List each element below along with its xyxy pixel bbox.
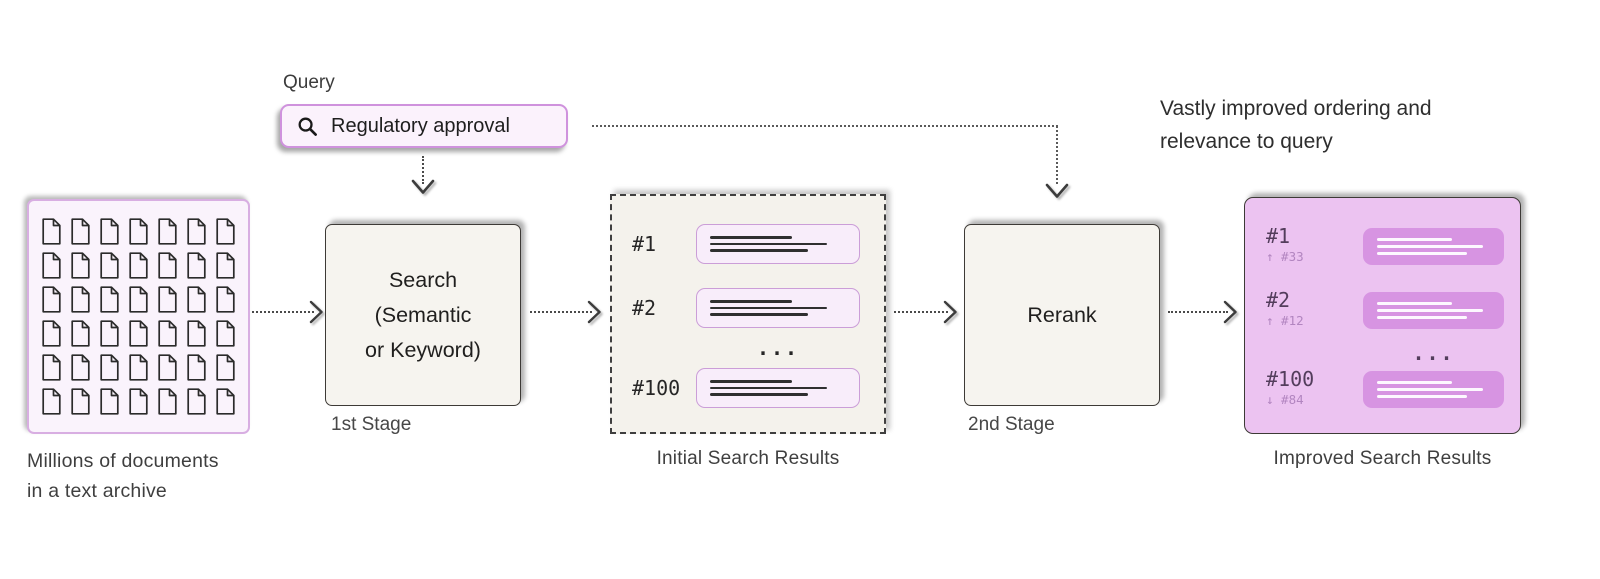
document-icon [71,286,90,313]
document-icon [71,320,90,347]
document-icon [158,218,177,245]
result-row: #100 [632,368,860,408]
document-icon [42,388,61,415]
improved-result-card [1363,371,1504,408]
archive-caption-line2: in a text archive [27,480,167,502]
document-icon [100,388,119,415]
result-card [696,368,860,408]
document-icon [71,388,90,415]
improved-result-row: #100 ↓ #84 [1266,368,1504,408]
document-icon [42,320,61,347]
initial-results-caption: Initial Search Results [656,448,840,469]
search-icon [298,117,317,136]
results-to-rerank-arrow [894,300,958,324]
improved-rank-change: ↓ #84 [1266,392,1304,407]
document-icon [216,218,235,245]
document-icon [187,354,206,381]
improved-result-rank: #2 [1266,288,1291,312]
result-rank: #2 [632,296,657,320]
results-ellipsis: ... [756,336,800,360]
document-icon [100,286,119,313]
search-to-results-arrow [530,300,602,324]
document-icon [100,252,119,279]
archive-to-search-arrow [252,300,324,324]
result-row: #1 [632,224,860,264]
improved-rank-change: ↑ #12 [1266,313,1304,328]
rerank-stage-box: Rerank [964,224,1160,406]
search-box-line1: Search [388,267,458,292]
document-icon [129,218,148,245]
query-to-rerank-line-horizontal [592,125,1058,127]
document-grid [41,218,236,415]
document-icon [71,252,90,279]
document-icon [158,388,177,415]
archive-caption-line1: Millions of documents [27,450,219,472]
improved-result-row: #2 ↑ #12 [1266,289,1504,329]
stage2-label: 2nd Stage [968,414,1055,435]
result-rank: #100 [632,376,681,400]
document-icon [129,388,148,415]
improved-rank-change: ↑ #33 [1266,249,1304,264]
document-icon [158,286,177,313]
document-icon [187,252,206,279]
rerank-to-improved-arrow [1168,300,1238,324]
search-box-line3: or Keyword) [365,337,481,362]
document-icon [42,252,61,279]
outcome-line1: Vastly improved ordering and [1160,97,1432,120]
document-icon [216,286,235,313]
document-icon [216,320,235,347]
document-icon [129,320,148,347]
improved-result-rank: #1 [1266,224,1291,248]
document-icon [187,286,206,313]
query-to-rerank-line-vertical [1056,126,1058,184]
query-to-rerank-arrowhead [1045,183,1069,198]
document-icon [71,354,90,381]
query-input[interactable]: Regulatory approval [280,104,568,148]
search-box-line2: (Semantic [374,302,472,327]
document-icon [187,388,206,415]
document-icon [100,354,119,381]
document-icon [158,354,177,381]
improved-result-card [1363,292,1504,329]
document-icon [216,354,235,381]
improved-result-card [1363,228,1504,265]
document-icon [158,252,177,279]
document-icon [129,252,148,279]
stage1-label: 1st Stage [331,414,412,435]
outcome-line2: relevance to query [1160,130,1333,153]
query-text: Regulatory approval [331,114,510,137]
document-icon [158,320,177,347]
query-label: Query [283,72,335,93]
result-row: #2 [632,288,860,328]
improved-result-row: #1 ↑ #33 [1266,225,1504,265]
document-icon [42,354,61,381]
search-stage-box: Search (Semantic or Keyword) [325,224,521,406]
query-to-search-arrow [410,156,436,196]
document-icon [71,218,90,245]
improved-results-caption: Improved Search Results [1273,448,1492,469]
improved-results-box: #1 ↑ #33 #2 ↑ #12 ... #100 ↓ #84 [1244,197,1521,434]
document-icon [100,320,119,347]
initial-results-box: #1 #2 ... #100 [610,194,886,434]
document-icon [216,252,235,279]
document-icon [129,286,148,313]
document-icon [129,354,148,381]
document-archive-panel [27,199,250,434]
document-icon [216,388,235,415]
document-icon [187,218,206,245]
rerank-box-title: Rerank [1027,302,1097,327]
document-icon [42,286,61,313]
outcome-note: Vastly improved ordering and relevance t… [1160,92,1432,158]
document-icon [100,218,119,245]
archive-caption: Millions of documents in a text archive [27,446,219,506]
result-card [696,224,860,264]
improved-result-rank: #100 [1266,367,1315,391]
result-card [696,288,860,328]
result-rank: #1 [632,232,657,256]
improved-results-ellipsis: ... [1412,341,1455,365]
document-icon [42,218,61,245]
document-icon [187,320,206,347]
